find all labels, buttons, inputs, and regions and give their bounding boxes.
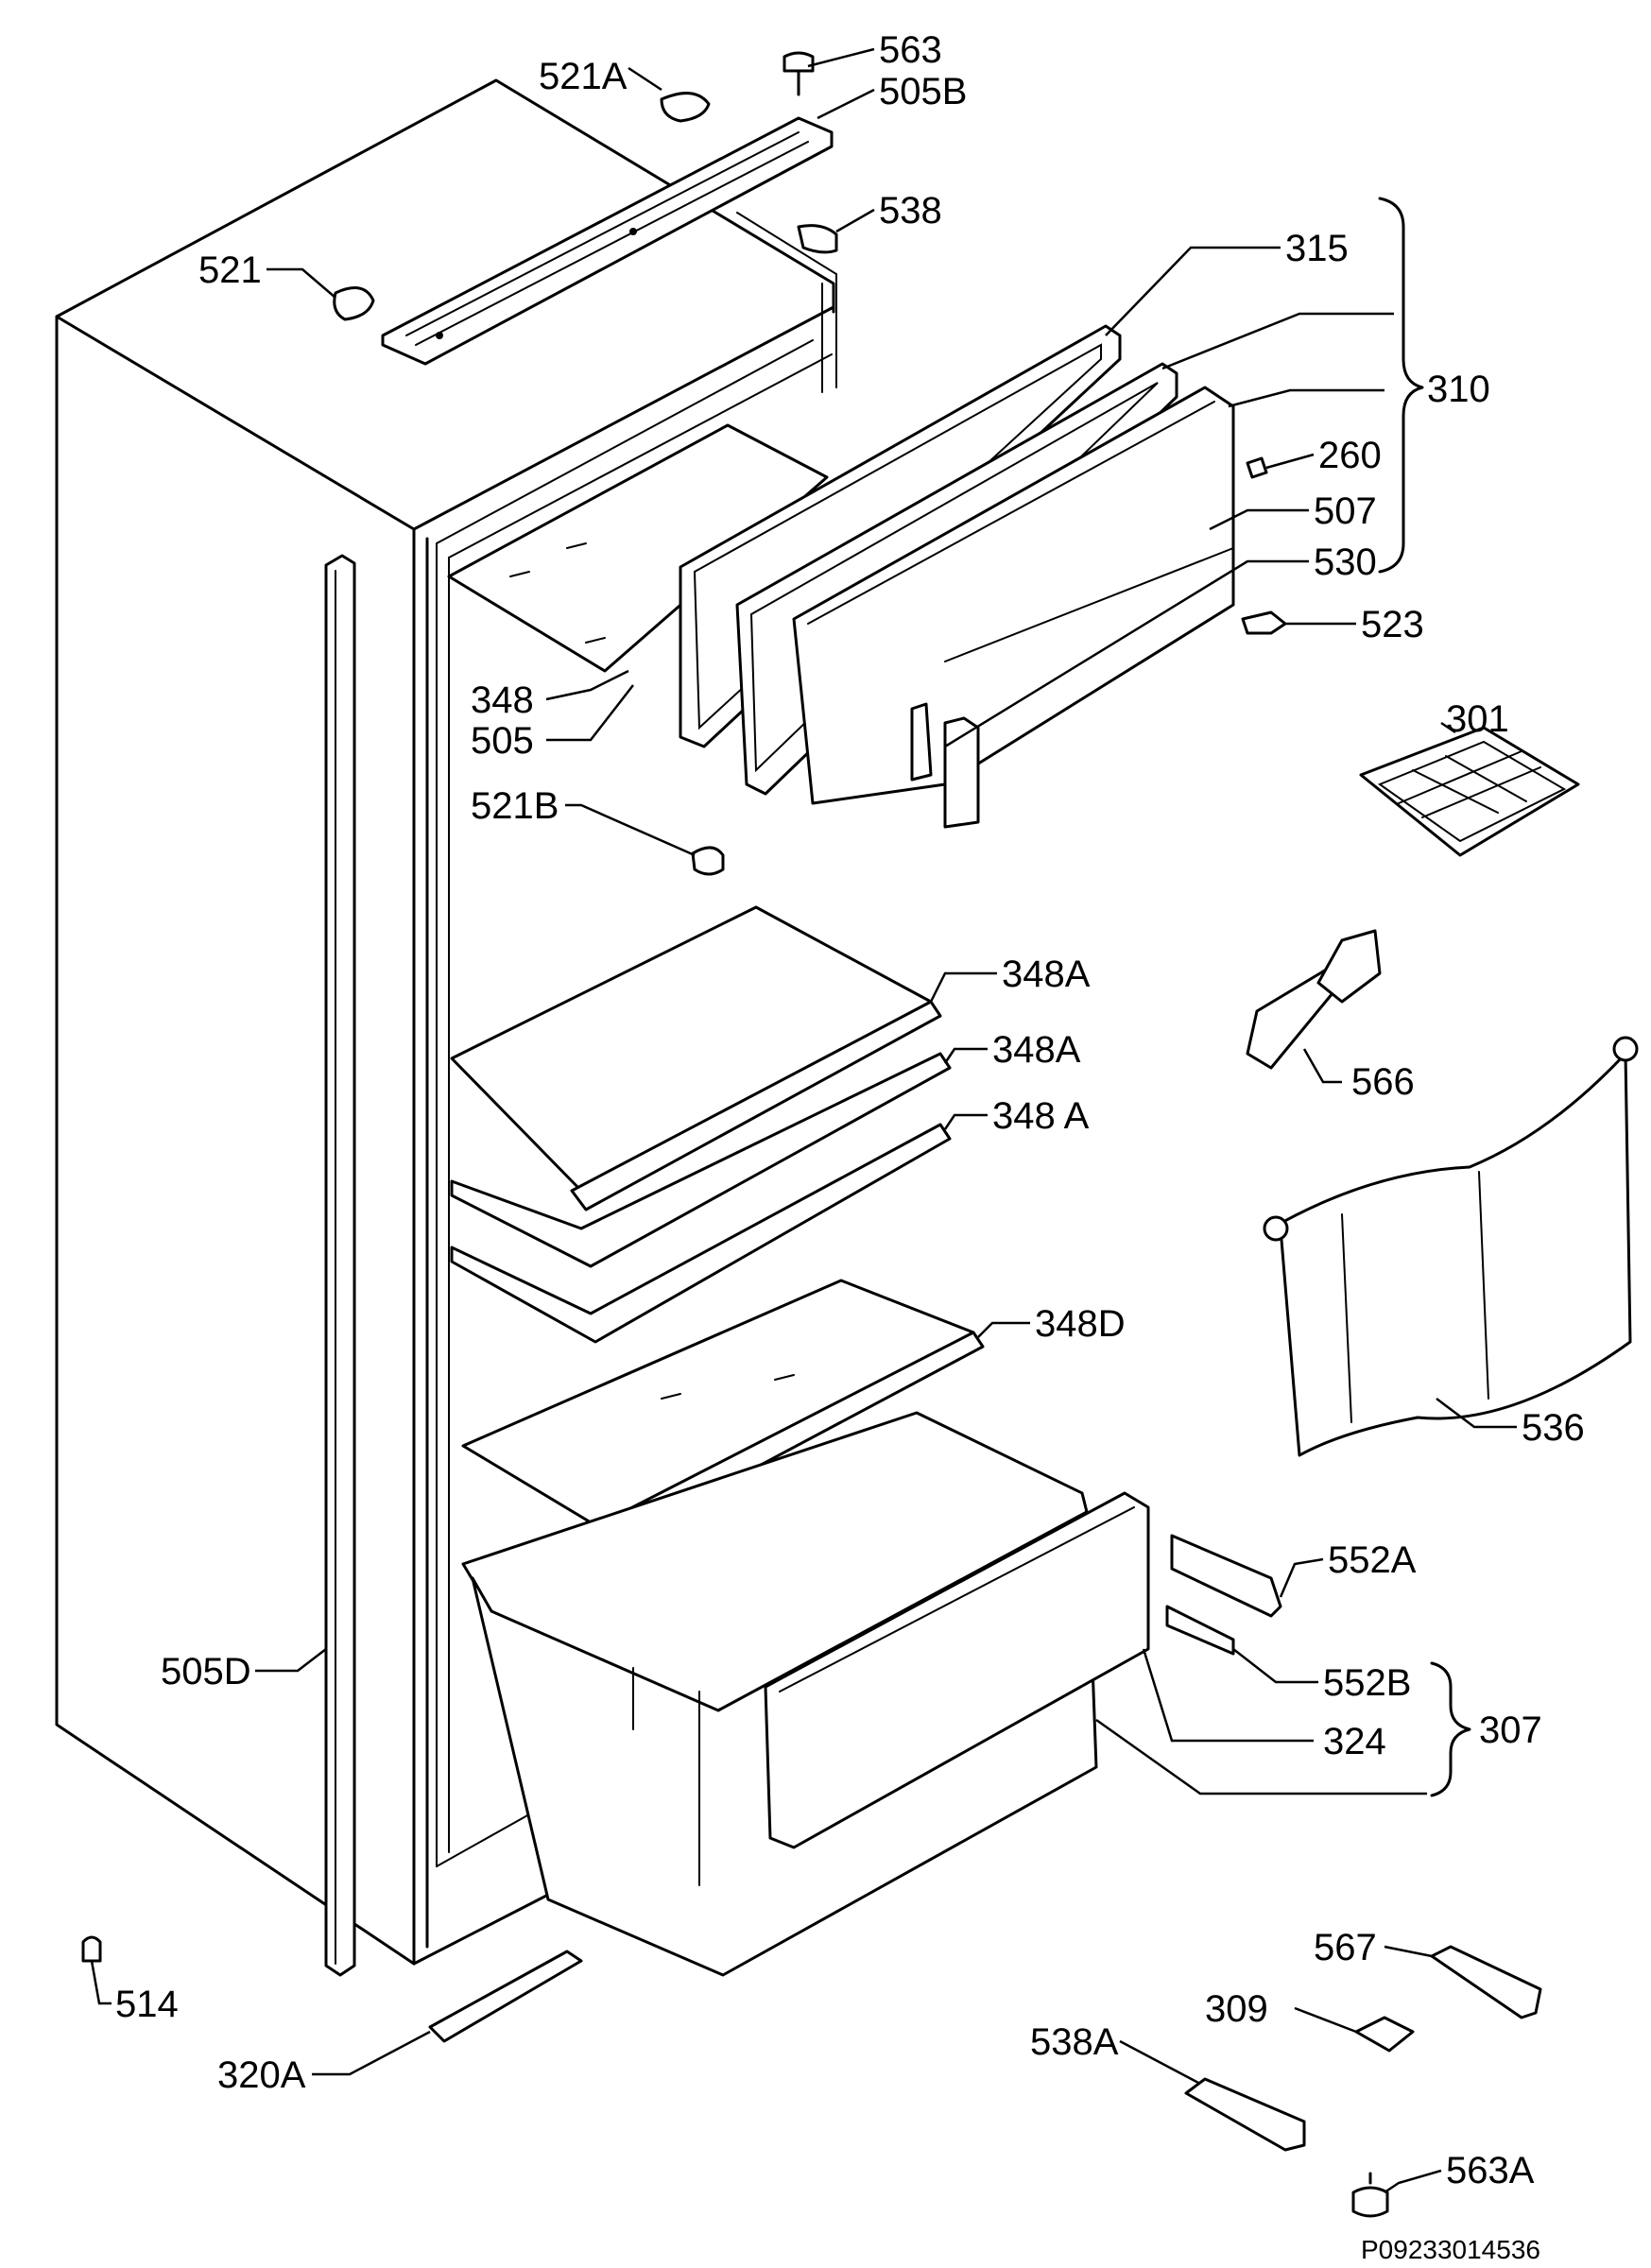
bracket-309	[1354, 2016, 1415, 2053]
glass-shelf-348a-3	[450, 1123, 952, 1344]
rails-552	[1165, 1534, 1282, 1656]
label-563a: 563A	[1446, 2150, 1535, 2191]
door-seal-505d	[324, 554, 356, 1977]
label-348d: 348D	[1035, 1303, 1126, 1345]
leader-lines	[90, 47, 1517, 2194]
part-labels: 563 521A 505B 538 521 315 310 260 507 53…	[115, 29, 1585, 2264]
label-514: 514	[115, 1984, 179, 2025]
label-307: 307	[1479, 1710, 1542, 1751]
cabinet	[55, 78, 837, 1966]
label-309: 309	[1205, 1988, 1268, 2030]
pin-563a	[1351, 2172, 1389, 2218]
freezer-door-handle-530	[910, 547, 1234, 829]
label-324: 324	[1323, 1721, 1386, 1762]
label-348: 348	[471, 679, 534, 721]
label-530: 530	[1314, 541, 1377, 583]
glass-shelf-348a-2	[450, 1052, 952, 1268]
pin-563	[783, 51, 815, 96]
label-566: 566	[1351, 1061, 1415, 1103]
label-315: 315	[1285, 228, 1349, 269]
label-552b: 552B	[1323, 1662, 1411, 1704]
cap-521b	[691, 846, 725, 876]
label-538: 538	[879, 190, 942, 232]
top-rail-505b	[381, 116, 834, 366]
label-505b: 505B	[879, 71, 967, 112]
diagram-code: P09233014536	[1361, 2235, 1540, 2264]
label-563: 563	[879, 29, 942, 71]
label-260: 260	[1318, 435, 1382, 476]
label-538a: 538A	[1030, 2021, 1119, 2063]
bracket-310	[1378, 197, 1424, 574]
freezer-shelf-348	[447, 423, 829, 673]
freezer-door-panel-507	[792, 386, 1235, 805]
label-521b: 521B	[471, 785, 559, 827]
label-505: 505	[471, 720, 534, 762]
label-505d: 505D	[161, 1651, 251, 1692]
label-552a: 552A	[1328, 1539, 1417, 1581]
label-567: 567	[1314, 1927, 1377, 1968]
cap-521a	[660, 92, 711, 123]
label-521a: 521A	[539, 56, 628, 97]
ice-tray-301	[1359, 726, 1580, 857]
label-348a-2: 348A	[992, 1029, 1081, 1071]
hinge-567	[1430, 1945, 1542, 2019]
label-320a: 320A	[217, 2054, 306, 2096]
label-310: 310	[1427, 369, 1490, 410]
crisper-plate-536	[1263, 1036, 1639, 1457]
label-507: 507	[1314, 490, 1377, 532]
label-521: 521	[198, 249, 262, 291]
bracket-307	[1430, 1661, 1471, 1797]
crisper-cover-324	[764, 1491, 1150, 1849]
label-348a-1: 348A	[1002, 954, 1091, 995]
label-348a-3: 348 A	[992, 1095, 1090, 1137]
ice-scraper-566	[1246, 929, 1382, 1070]
label-536: 536	[1522, 1407, 1585, 1449]
clip-523	[1241, 610, 1287, 635]
hinge-538a	[1184, 2077, 1306, 2152]
hinge-cover-320a	[428, 1950, 583, 2043]
label-523: 523	[1361, 604, 1424, 645]
screw-514	[81, 1935, 102, 1963]
cap-521	[333, 286, 375, 321]
clip-260	[1246, 456, 1268, 479]
hinge-538	[797, 224, 838, 254]
label-301: 301	[1446, 698, 1509, 740]
